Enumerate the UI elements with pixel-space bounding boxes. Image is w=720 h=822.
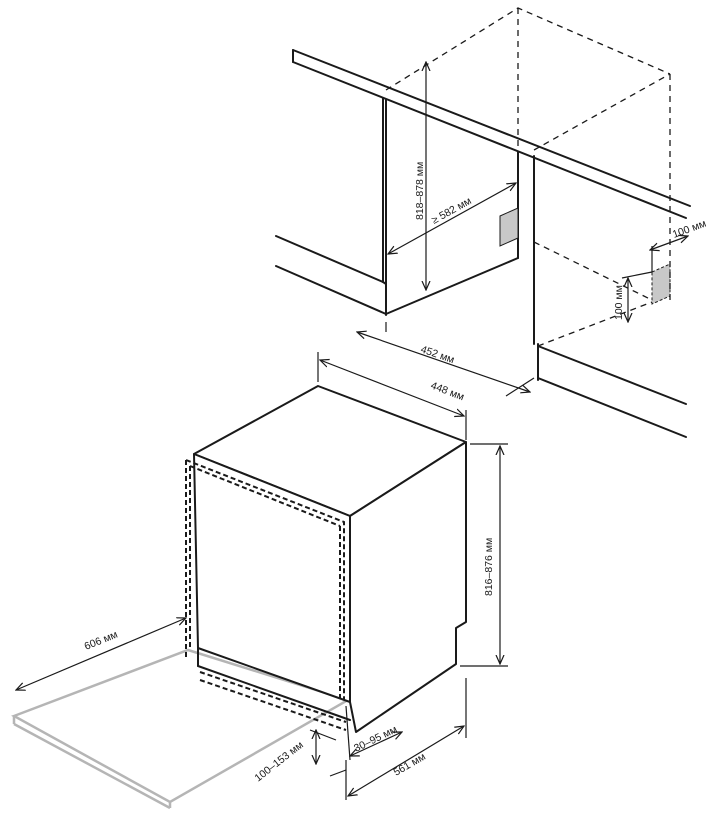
left-cabinet-floor-line [275,265,387,315]
door-panel-outline-inner [189,465,341,527]
envelope-floor-line [537,301,653,347]
label-plinth-height: 100–153 мм [252,739,305,784]
dishwasher-drawing: 448 мм 816–876 мм 606 мм 100–153 мм 30–9… [11,352,508,810]
footprint-edge-front [13,722,171,810]
door-depth-dim [16,618,186,690]
countertop-top-edge [292,49,691,207]
niche-width-tick-right [505,377,535,397]
envelope-top [385,7,671,91]
label-appliance-depth: 561 мм [392,751,428,779]
label-socket-height: 100 мм [613,285,625,320]
utility-panel-side [651,263,671,305]
label-niche-height: 818–878 мм [414,162,426,220]
right-cabinet-floor [537,377,687,438]
door-panel-bottom-1 [199,671,347,723]
plinth-bottom [197,665,351,721]
niche-depth-dim [388,183,516,254]
countertop-bottom-edge [292,61,687,219]
plinth-height-tick-bottom [329,769,347,777]
utility-panel-back [499,207,519,247]
appliance-width-dim [320,360,464,416]
right-cabinet-plinth-top [537,345,687,405]
niche-drawing: 818–878 мм ≥ 582 мм 452 мм 100 мм 100 мм [275,7,708,438]
label-appliance-width: 448 мм [429,380,466,404]
plinth-height-tick [309,729,337,741]
left-cabinet-corner [382,281,387,285]
envelope-inner-diagonal [533,73,671,151]
door-panel-outline-outer [185,459,345,700]
label-appliance-height: 816–876 мм [483,538,495,596]
left-cabinet-top-line [275,235,384,283]
socket-height-tick-top [621,271,653,279]
envelope-mid-line [533,241,653,301]
dishwasher-side [349,441,467,733]
plinth-depth-tick [345,705,351,761]
appliance-depth-dim [348,726,464,796]
label-socket-width: 100 мм [671,218,708,241]
niche-floor-back [385,257,519,315]
door-panel-bottom-2 [199,679,347,731]
label-niche-width: 452 мм [419,343,456,366]
socket-width-dim [650,236,688,250]
